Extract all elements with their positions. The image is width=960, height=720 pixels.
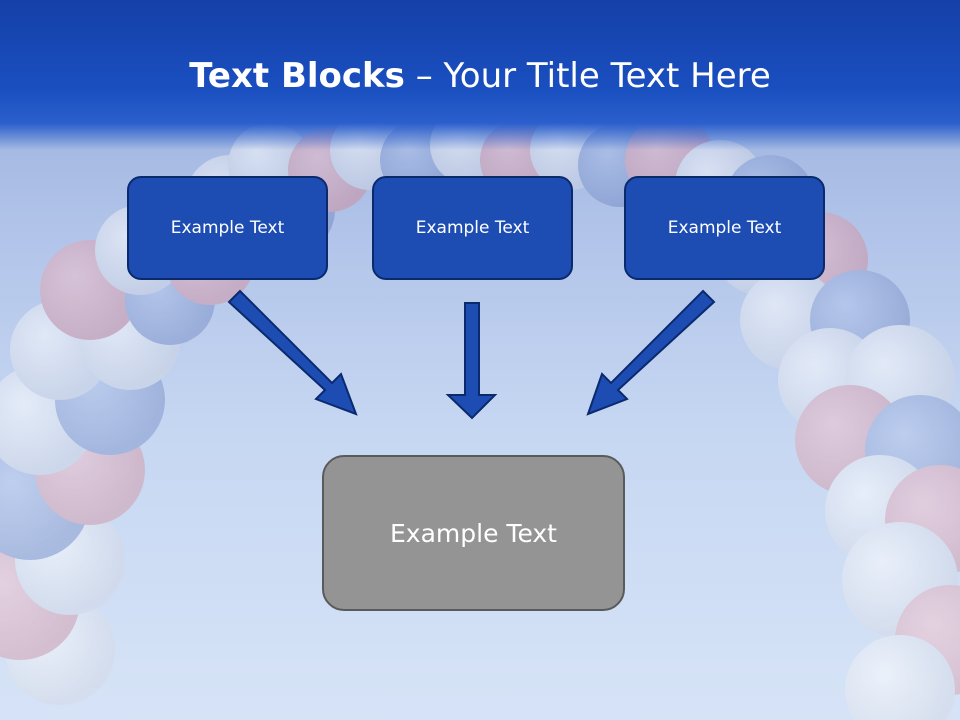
arrow-right [586, 289, 716, 416]
title-bold: Text Blocks [189, 56, 405, 96]
arrow-center [445, 302, 498, 420]
text-block-2-label: Example Text [415, 218, 530, 238]
arrow-left [227, 289, 358, 416]
text-block-3-label: Example Text [667, 218, 782, 238]
text-block-1-label: Example Text [170, 218, 285, 238]
title-banner [0, 0, 960, 150]
title-rest: Your Title Text Here [443, 56, 771, 96]
text-block-3: Example Text [624, 176, 825, 280]
result-block-label: Example Text [390, 518, 557, 548]
result-block: Example Text [322, 455, 625, 611]
slide-title: Text Blocks – Your Title Text Here [0, 52, 960, 100]
text-block-2: Example Text [372, 176, 573, 280]
text-block-1: Example Text [127, 176, 328, 280]
title-dash: – [404, 56, 444, 96]
